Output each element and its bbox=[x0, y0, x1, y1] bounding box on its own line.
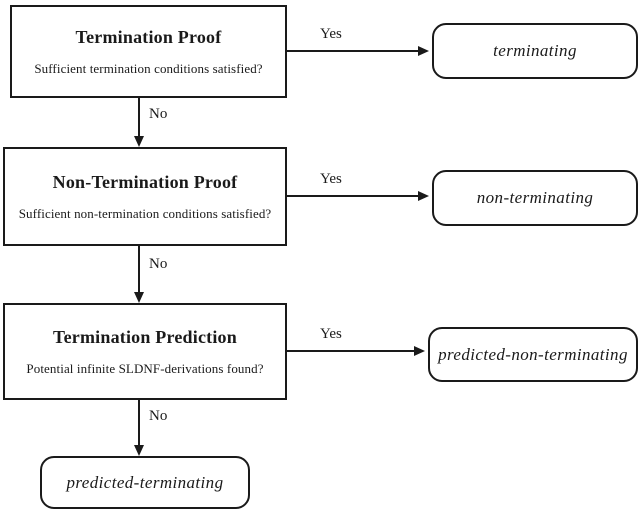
arrowhead-down-icon bbox=[134, 445, 144, 456]
decision-title: Termination Prediction bbox=[53, 326, 237, 347]
result-node-terminating: terminating bbox=[432, 23, 638, 79]
yes-edge-label-1: Yes bbox=[320, 26, 342, 42]
no-edge-line-2 bbox=[138, 246, 140, 292]
arrowhead-right-icon bbox=[414, 346, 425, 356]
decision-title: Termination Proof bbox=[75, 26, 222, 47]
decision-node-non-termination-proof: Non-Termination Proof Sufficient non-ter… bbox=[3, 147, 287, 246]
result-node-predicted-non-terminating: predicted-non-terminating bbox=[428, 327, 638, 382]
no-edge-label-2: No bbox=[149, 256, 168, 272]
no-edge-line-3 bbox=[138, 400, 140, 445]
yes-edge-line-2 bbox=[287, 195, 418, 197]
no-edge-label-1: No bbox=[149, 106, 168, 122]
result-node-non-terminating: non-terminating bbox=[432, 170, 638, 226]
arrowhead-down-icon bbox=[134, 136, 144, 147]
decision-question: Potential infinite SLDNF-derivations fou… bbox=[26, 360, 264, 376]
decision-question: Sufficient non-termination conditions sa… bbox=[18, 205, 272, 221]
result-label: terminating bbox=[493, 41, 577, 60]
no-edge-line-1 bbox=[138, 98, 140, 137]
result-label: predicted-non-terminating bbox=[438, 344, 628, 364]
yes-edge-line-1 bbox=[287, 50, 418, 52]
decision-question: Sufficient termination conditions satisf… bbox=[34, 60, 263, 76]
yes-edge-label-3: Yes bbox=[320, 326, 342, 342]
result-node-predicted-terminating: predicted-terminating bbox=[40, 456, 250, 509]
no-edge-label-3: No bbox=[149, 408, 168, 424]
decision-node-termination-proof: Termination Proof Sufficient termination… bbox=[10, 5, 287, 98]
result-label: predicted-terminating bbox=[66, 472, 224, 492]
arrowhead-down-icon bbox=[134, 292, 144, 303]
decision-node-termination-prediction: Termination Prediction Potential infinit… bbox=[3, 303, 287, 400]
yes-edge-line-3 bbox=[287, 350, 414, 352]
arrowhead-right-icon bbox=[418, 191, 429, 201]
decision-title: Non-Termination Proof bbox=[52, 171, 238, 192]
arrowhead-right-icon bbox=[418, 46, 429, 56]
result-label: non-terminating bbox=[476, 188, 594, 207]
yes-edge-label-2: Yes bbox=[320, 171, 342, 187]
